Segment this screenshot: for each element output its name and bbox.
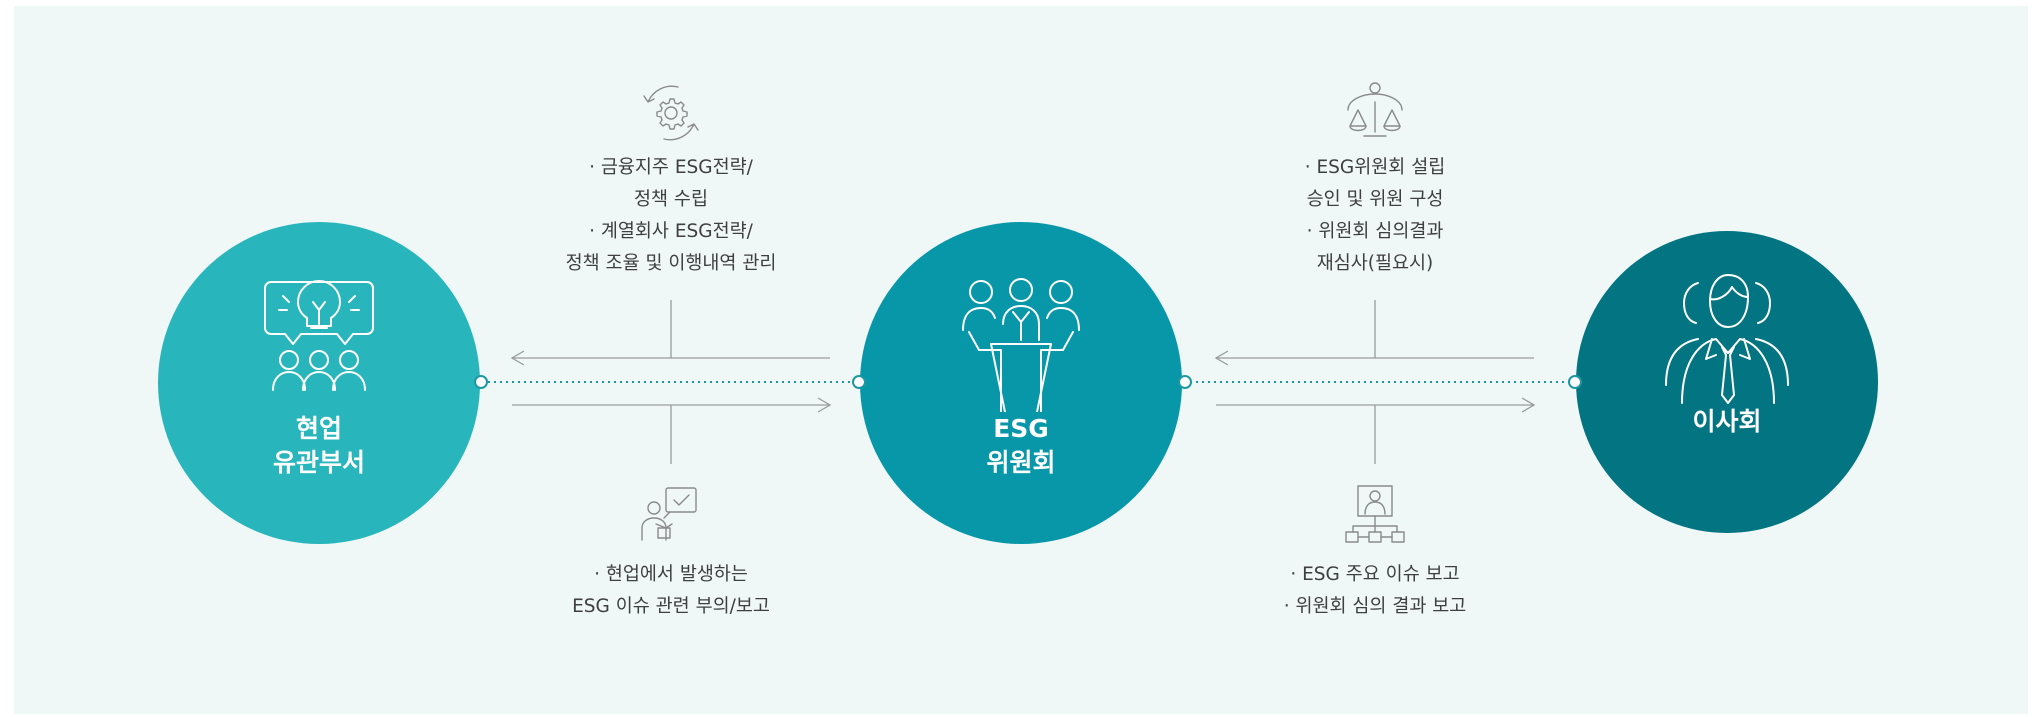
node-label-line: 유관부서 (272, 448, 365, 477)
annotation-line: 정책 조율 및 이행내역 관리 (565, 253, 777, 274)
node-label-dept: 현업 유관부서 (273, 412, 365, 480)
connector-dot (852, 375, 866, 389)
connector-dot (474, 375, 488, 389)
connector-dot (1568, 375, 1582, 389)
board-members-icon (1665, 274, 1789, 404)
annotation-line: 재심사(필요시) (1316, 253, 1434, 274)
node-board-of-directors: 이사회 (1576, 231, 1878, 533)
annotation-line: 승인 및 위원 구성 (1306, 189, 1444, 210)
annotation-line: ESG 이슈 관련 부의/보고 (572, 596, 770, 617)
annotation-line: 정책 수립 (634, 189, 708, 210)
annotation-line: · 금융지주 ESG전략/ (589, 157, 753, 178)
annotation-board-to-committee: · ESG위원회 설립 승인 및 위원 구성 · 위원회 심의결과 재심사(필요… (1215, 152, 1535, 280)
annotation-line: · 위원회 심의결과 (1306, 221, 1444, 242)
annotation-line: · 계열회사 ESG전략/ (589, 221, 753, 242)
connector-dot (1178, 375, 1192, 389)
node-esg-committee: ESG 위원회 (860, 222, 1182, 544)
annotation-line: · 현업에서 발생하는 (594, 564, 748, 585)
annotation-line: · ESG위원회 설립 (1304, 157, 1446, 178)
annotation-dept-to-committee: · 현업에서 발생하는 ESG 이슈 관련 부의/보고 (511, 559, 831, 623)
annotation-committee-to-dept: · 금융지주 ESG전략/ 정책 수립 · 계열회사 ESG전략/ 정책 조율 … (511, 152, 831, 280)
node-label-line: 현업 (295, 414, 342, 443)
node-label-committee: ESG 위원회 (986, 412, 1055, 480)
annotation-line: · ESG 주요 이슈 보고 (1290, 564, 1460, 585)
ideas-team-icon (264, 280, 374, 391)
annotation-line: · 위원회 심의 결과 보고 (1283, 596, 1467, 617)
scales-person-icon (1347, 82, 1403, 137)
node-label-board: 이사회 (1692, 405, 1761, 439)
node-label-line: 위원회 (986, 448, 1056, 477)
annotation-committee-to-board: · ESG 주요 이슈 보고 · 위원회 심의 결과 보고 (1215, 559, 1535, 623)
committee-meeting-icon (962, 278, 1080, 412)
node-label-line: ESG (993, 414, 1049, 443)
node-label-line: 이사회 (1692, 407, 1762, 436)
node-business-departments: 현업 유관부서 (158, 222, 480, 544)
report-checklist-icon (641, 487, 697, 541)
gear-cycle-icon (643, 85, 699, 141)
presentation-flow-icon (1345, 485, 1405, 543)
